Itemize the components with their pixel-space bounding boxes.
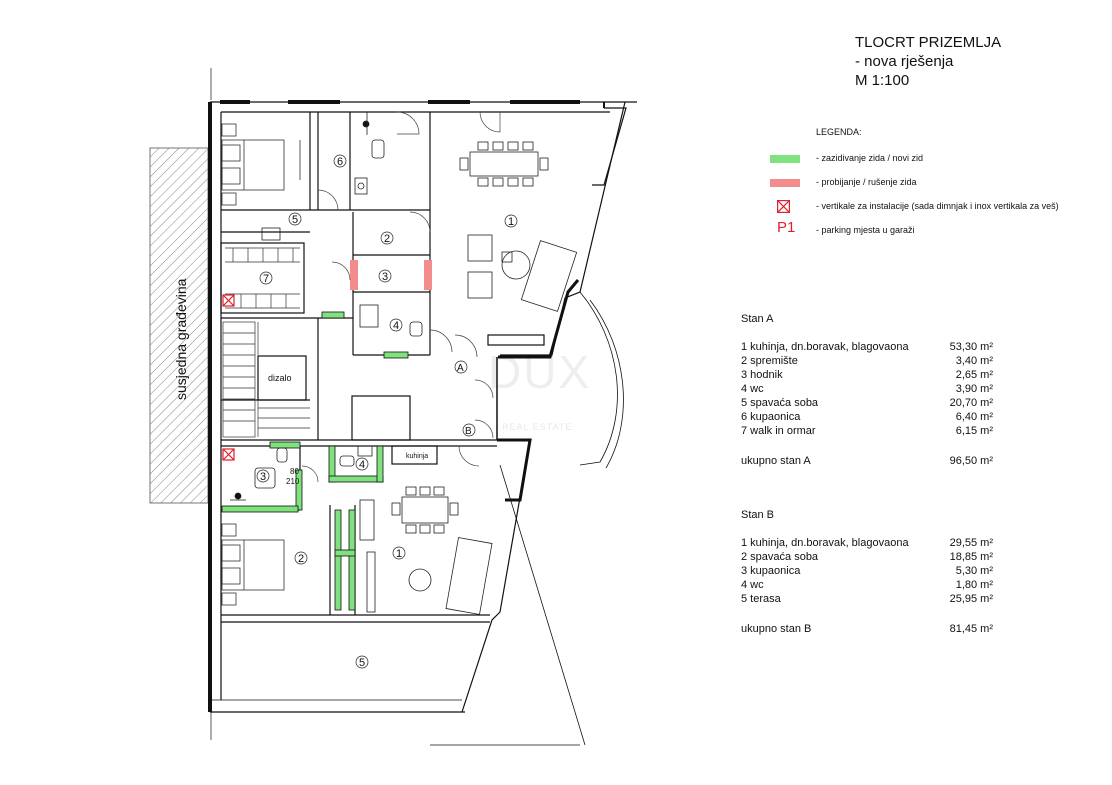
room-b5-number: 5 bbox=[359, 657, 365, 669]
new-walls bbox=[221, 311, 409, 611]
room-numbers: 1 2 3 4 5 6 7 1 2 3 4 5 A B bbox=[256, 154, 518, 669]
installation-vertical-icons bbox=[222, 294, 235, 461]
title-line-2: - nova rješenja bbox=[855, 53, 954, 70]
green-bar-icon bbox=[770, 155, 800, 163]
room-a6-number: 6 bbox=[337, 156, 343, 168]
room-a4-number: 4 bbox=[393, 320, 399, 332]
entrance-b-label: B bbox=[465, 426, 472, 437]
legend-title: LEGENDA: bbox=[816, 127, 862, 137]
legend-item-vertical: - vertikale za instalacije (sada dimnjak… bbox=[770, 200, 1100, 215]
cross-box-icon bbox=[777, 200, 790, 213]
door-width-label: 80 bbox=[290, 467, 299, 476]
room-a3-number: 3 bbox=[382, 271, 388, 283]
room-a5-number: 5 bbox=[292, 214, 298, 226]
bed-a bbox=[221, 123, 301, 206]
watermark-subtitle: REAL ESTATE bbox=[502, 422, 572, 432]
legend-item-parking: P1 - parking mjesta u garaži bbox=[777, 219, 915, 236]
door-swings bbox=[301, 111, 501, 483]
stan-a-heading: Stan A bbox=[741, 313, 774, 325]
bathroom-fixtures bbox=[230, 112, 423, 501]
room-b2-number: 2 bbox=[298, 553, 304, 565]
title-line-3: M 1:100 bbox=[855, 72, 910, 89]
door-height-label: 210 bbox=[286, 477, 300, 486]
parking-p1-icon: P1 bbox=[777, 219, 796, 236]
neighbor-building-label: susjedna građevina bbox=[173, 278, 189, 400]
room-a7-number: 7 bbox=[263, 273, 269, 285]
watermark: DUX bbox=[488, 346, 591, 398]
demolished-walls bbox=[350, 260, 432, 290]
legend-item-demolish: - probijanje / rušenje zida bbox=[770, 177, 1100, 191]
title-line-1: TLOCRT PRIZEMLJA bbox=[855, 34, 1002, 51]
dining-table-b bbox=[391, 486, 459, 534]
staircase bbox=[222, 321, 310, 438]
drawing-title: TLOCRT PRIZEMLJA - nova rješenja M 1:100 bbox=[855, 33, 1001, 90]
interior-walls bbox=[220, 111, 610, 700]
legend-item-new-wall: - zazidivanje zida / novi zid bbox=[770, 153, 1100, 167]
entrance-a-label: A bbox=[457, 363, 464, 374]
dining-table-a bbox=[459, 141, 549, 187]
elevator-label: dizalo bbox=[268, 373, 292, 383]
neighbor-building-hatch bbox=[149, 147, 209, 504]
red-bar-icon bbox=[770, 179, 800, 187]
wardrobe bbox=[225, 247, 300, 309]
room-b4-number: 4 bbox=[359, 459, 365, 471]
stan-b-heading: Stan B bbox=[741, 509, 775, 521]
room-b1-number: 1 bbox=[396, 548, 402, 560]
outer-walls bbox=[208, 100, 637, 746]
kitchen-label: kuhinja bbox=[406, 453, 428, 460]
bed-b bbox=[221, 523, 285, 606]
room-b3-number: 3 bbox=[260, 471, 266, 483]
living-area-a bbox=[467, 234, 578, 312]
room-a1-number: 1 bbox=[508, 216, 514, 228]
room-a2-number: 2 bbox=[384, 233, 390, 245]
living-area-b bbox=[359, 499, 493, 615]
